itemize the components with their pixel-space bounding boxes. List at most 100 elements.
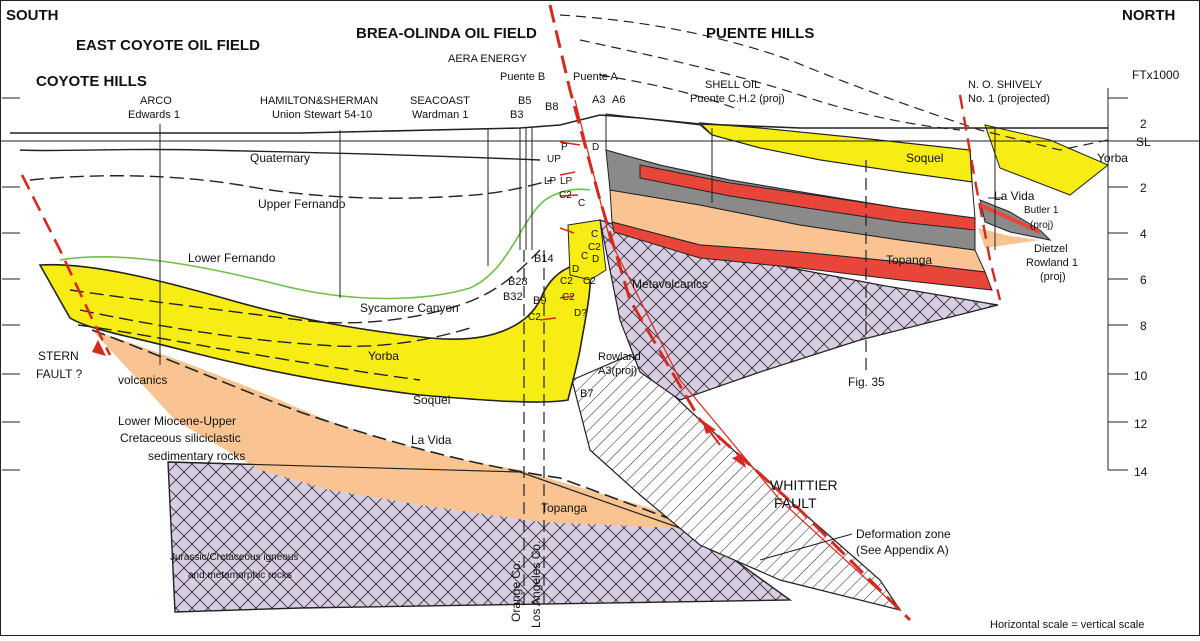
unit-yorba-north: Yorba: [1097, 151, 1128, 165]
north-label: NORTH: [1122, 7, 1175, 24]
unit-volcanics: volcanics: [118, 373, 167, 387]
well-b28: B28: [508, 276, 528, 288]
zone-c2-e: C2: [562, 292, 575, 303]
unit-soquel-north: Soquel: [906, 151, 943, 165]
well-arco: ARCO: [140, 95, 172, 107]
east-coyote-label: EAST COYOTE OIL FIELD: [76, 37, 260, 54]
north-red-upper: [639, 164, 976, 231]
well-a6: A6: [612, 94, 625, 106]
topanga-south: [92, 330, 720, 530]
coyote-hills-label: COYOTE HILLS: [36, 73, 147, 90]
zone-lp: LP: [544, 176, 557, 187]
well-hamilton: HAMILTON&SHERMAN: [260, 95, 378, 107]
unit-lower-miocene-1: Lower Miocene-Upper: [118, 414, 236, 428]
well-shell: SHELL OIL: [705, 79, 760, 91]
whittier-label-1: WHITTIER: [770, 477, 838, 493]
depth-scale: [1107, 88, 1128, 471]
zone-c2-c: C2: [583, 276, 596, 287]
well-b5: B5: [518, 95, 531, 107]
well-puente-ch2: Puente C.H.2 (proj): [690, 93, 785, 105]
well-rowland-a3: A3(proj): [598, 365, 637, 377]
well-b9: B9: [533, 295, 546, 307]
los-angeles-county-label: Los Angeles Co.: [529, 541, 543, 628]
unit-metavolcanics: Metavolcanics: [632, 277, 708, 291]
unit-la-vida: La Vida: [411, 433, 452, 447]
well-puente-a: Puente A: [573, 71, 618, 83]
whittier-fault: [548, 4, 912, 622]
zone-lp2: LP: [560, 176, 573, 187]
well-puente-b: Puente B: [500, 71, 545, 83]
zone-up: UP: [547, 154, 561, 165]
well-b7: B7: [580, 388, 593, 400]
puente-hills-label: PUENTE HILLS: [706, 25, 814, 42]
scale-tick-2: 2: [1140, 181, 1147, 195]
unit-upper-fernando: Upper Fernando: [258, 197, 346, 211]
farnorth-yorba: [984, 124, 1109, 196]
unit-topanga: Topanga: [541, 501, 587, 515]
well-rowland1: Rowland 1: [1026, 257, 1078, 269]
south-label: SOUTH: [6, 7, 59, 24]
well-b14: B14: [534, 253, 554, 265]
unit-la-vida-north: La Vida: [994, 189, 1035, 203]
scale-tick-12: 12: [1134, 417, 1148, 431]
scale-tick-10: 10: [1134, 369, 1148, 383]
unit-sycamore: Sycamore Canyon: [360, 301, 459, 315]
zone-c-c: C: [581, 251, 588, 262]
north-red-lower: [611, 221, 993, 291]
well-edwards: Edwards 1: [128, 109, 180, 121]
central-zone: [567, 219, 607, 281]
scale-tick-2-up: 2: [1140, 117, 1147, 131]
zone-c2: C2: [559, 190, 572, 201]
zone-arrows: [539, 141, 581, 321]
unit-lower-miocene-3: sedimentary rocks: [148, 449, 245, 463]
unit-jurassic-2: and metamorphic rocks: [188, 570, 292, 581]
zone-d: D: [592, 142, 599, 153]
left-scale-ticks: [2, 97, 20, 471]
scale-note: Horizontal scale = vertical scale: [990, 619, 1144, 631]
scale-tick-sl: SL: [1136, 135, 1151, 149]
deformation-label-1: Deformation zone: [856, 527, 951, 541]
stern-fault-label-2: FAULT ?: [36, 367, 83, 381]
fernando-contact: [59, 188, 591, 300]
unit-lower-fernando: Lower Fernando: [188, 251, 276, 265]
whittier-label-2: FAULT: [774, 495, 817, 511]
north-upper-wedge: [605, 113, 976, 219]
zone-d-q: D?: [574, 308, 587, 319]
well-dietzel: Dietzel: [1034, 243, 1068, 255]
zone-c-b: C: [591, 229, 598, 240]
unit-quaternary: Quaternary: [250, 151, 310, 165]
well-wardman: Wardman 1: [412, 109, 468, 121]
orange-county-label: Orange Co.: [509, 560, 523, 622]
unit-yorba: Yorba: [368, 349, 399, 363]
well-rowland: Rowland: [598, 351, 641, 363]
well-seacoast: SEACOAST: [410, 95, 470, 107]
well-b8: B8: [545, 101, 558, 113]
deformation-label-2: (See Appendix A): [856, 543, 949, 557]
unit-topanga-north: Topanga: [886, 253, 932, 267]
scale-tick-8: 8: [1140, 319, 1147, 333]
soquel-south: [38, 263, 592, 403]
well-butler: Butler 1: [1024, 205, 1059, 216]
zone-c: C: [578, 198, 585, 209]
scale-tick-4: 4: [1140, 227, 1147, 241]
scale-tick-14: 14: [1134, 465, 1148, 479]
well-b32: B32: [503, 291, 523, 303]
scale-tick-6: 6: [1140, 273, 1147, 287]
well-rowland1-proj: (proj): [1040, 271, 1066, 283]
ground-surface: [10, 114, 1108, 134]
zone-c2-f: C2: [528, 312, 541, 323]
unit-lower-miocene-2: Cretaceous siliciclastic: [120, 431, 241, 445]
farnorth-topanga: [978, 228, 1040, 248]
unit-jurassic-1: Jurassic/Cretaceous igneous: [170, 552, 298, 563]
zone-d-c: D: [572, 264, 579, 275]
well-shively-proj: No. 1 (projected): [968, 93, 1050, 105]
well-butler-proj: (proj): [1030, 220, 1053, 231]
brea-olinda-label: BREA-OLINDA OIL FIELD: [356, 25, 537, 42]
scale-unit: FTx1000: [1132, 68, 1180, 82]
well-a3: A3: [592, 94, 605, 106]
zone-c2-d: C2: [560, 276, 573, 287]
well-aera: AERA ENERGY: [448, 53, 528, 65]
zone-d-b: D: [592, 254, 599, 265]
